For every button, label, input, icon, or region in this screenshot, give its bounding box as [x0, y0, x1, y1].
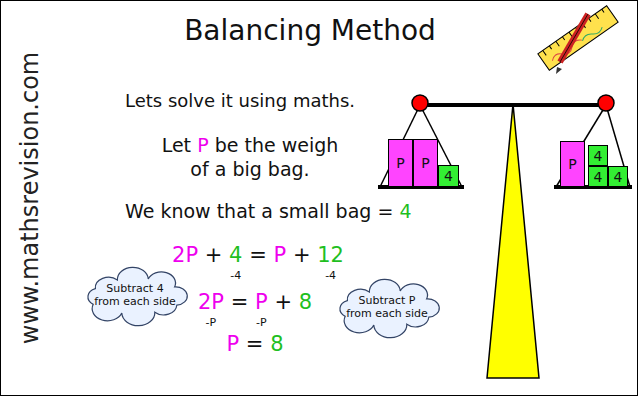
hint-cloud: Subtract 4 from each side: [80, 273, 190, 318]
site-watermark: www.mathsrevision.com: [16, 52, 44, 344]
explanation-text: We know that a small bag =: [125, 200, 393, 222]
equation-term: 2P: [172, 243, 198, 267]
cloud-shape: [88, 267, 187, 325]
bag-weight: P: [421, 155, 429, 171]
bag-weight: P: [568, 156, 576, 172]
equation-term: P: [255, 290, 268, 314]
weight-bag: 4: [588, 145, 608, 166]
hint-cloud: Subtract P from each side: [332, 285, 442, 330]
equation-term: 8: [299, 290, 312, 314]
equation-term: +: [205, 243, 223, 267]
weight-bag: 4: [608, 166, 628, 187]
hint-text: Subtract 4 from each side: [93, 283, 177, 308]
ruler-icon: [538, 6, 618, 71]
operation-note: -4: [230, 269, 241, 282]
cloud-shape: [340, 279, 439, 337]
text-line: 2P =P+8: [198, 290, 312, 314]
operation-note: -P: [256, 316, 267, 329]
equation-term: =: [246, 332, 264, 356]
operation-note: -4: [325, 269, 336, 282]
operation-note-holder: -P: [256, 311, 267, 330]
text-line: of a big bag.: [190, 158, 309, 180]
explanation-text: Lets solve it using maths.: [125, 90, 355, 111]
pencil-icon: [556, 14, 588, 74]
bag-weight: 4: [594, 169, 603, 185]
operation-note-holder: -P: [206, 311, 217, 330]
operation-note-holder: -4: [325, 264, 336, 283]
title-holder: Balancing Method: [184, 14, 436, 47]
equation-term: 8: [270, 332, 283, 356]
explanation-text: Let: [162, 134, 191, 156]
weight-bag: P: [560, 141, 585, 187]
weight-bag: 4: [588, 166, 608, 187]
explanation-text: be the weigh: [215, 134, 339, 156]
explanation-text: of a big bag.: [190, 158, 309, 180]
scale-fulcrum: [487, 104, 539, 378]
text-line: 2P+4=P+12: [172, 243, 344, 267]
weight-bag: P: [413, 139, 438, 187]
hint-text: Subtract P from each side: [345, 295, 429, 320]
pivot-knob: [412, 95, 428, 111]
text-line: P =8: [226, 332, 283, 356]
equation-term: =: [231, 290, 249, 314]
weight-bag: P: [388, 139, 413, 187]
equation-term: =: [249, 243, 267, 267]
explanation-text: P: [197, 134, 208, 156]
explanation-text: 4: [399, 200, 411, 222]
pivot-knob: [598, 95, 614, 111]
equation-term: P: [226, 332, 239, 356]
pan-string: [606, 105, 630, 187]
text-line: Let Pbe the weigh: [162, 134, 339, 156]
equation-term: +: [293, 243, 311, 267]
equation-term: 4: [229, 243, 242, 267]
operation-note: -P: [206, 316, 217, 329]
bag-weight: P: [396, 155, 404, 171]
equation-term: P: [274, 243, 287, 267]
scale-beam: [420, 103, 606, 107]
text-line: Lets solve it using maths.: [125, 90, 355, 111]
bag-weight: 4: [594, 148, 603, 164]
weight-bag: 4: [438, 165, 459, 187]
text-line: We know that a small bag = 4: [125, 200, 412, 222]
watermark-holder: www.mathsrevision.com: [16, 52, 44, 344]
slide-title: Balancing Method: [184, 14, 436, 47]
bag-weight: 4: [444, 168, 453, 184]
equation-term: 12: [317, 243, 344, 267]
operation-note-holder: -4: [230, 264, 241, 283]
equation-term: 2P: [198, 290, 224, 314]
equation-term: +: [274, 290, 292, 314]
bag-weight: 4: [614, 169, 623, 185]
